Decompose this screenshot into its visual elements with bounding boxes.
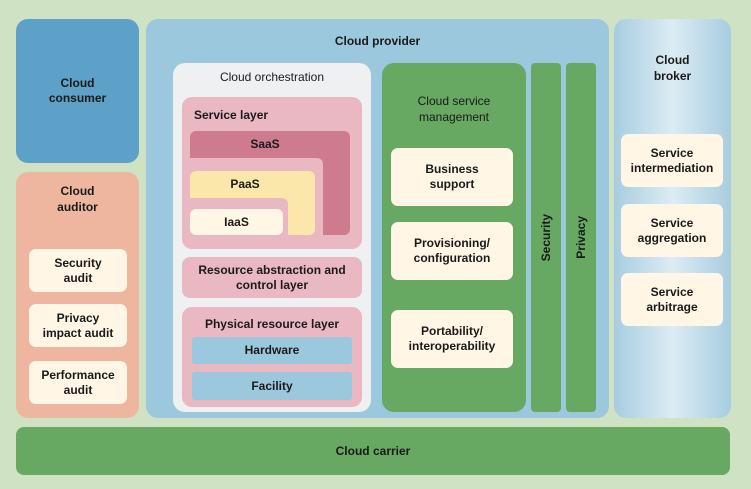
- resource-abstraction-control-layer: Resource abstraction and control layer: [182, 257, 362, 298]
- performance-audit: Performance audit: [29, 361, 127, 404]
- cloud-consumer-box: Cloud consumer: [16, 19, 139, 163]
- privacy-label: Privacy: [573, 216, 588, 259]
- security-label: Security: [538, 213, 553, 262]
- facility-block: Facility: [192, 372, 352, 400]
- iaas-block: IaaS: [190, 209, 283, 235]
- service-layer-title: Service layer: [194, 108, 269, 122]
- cloud-auditor-title: Cloud auditor: [57, 184, 98, 214]
- service-aggregation: Service aggregation: [621, 204, 723, 257]
- portability-interoperability: Portability/ interoperability: [391, 310, 513, 368]
- cloud-service-management-title: Cloud service management: [417, 94, 491, 124]
- cloud-provider-title: Cloud provider: [334, 34, 421, 48]
- paas-label: PaaS: [230, 177, 260, 191]
- provisioning-configuration: Provisioning/ configuration: [391, 222, 513, 280]
- cloud-orchestration-title: Cloud orchestration: [219, 70, 325, 84]
- privacy-bar: Privacy: [566, 63, 596, 412]
- cloud-carrier-bar: Cloud carrier: [16, 427, 730, 475]
- security-audit: Security audit: [29, 249, 127, 292]
- privacy-impact-audit: Privacy impact audit: [29, 304, 127, 347]
- physical-resource-layer-title: Physical resource layer: [204, 317, 340, 331]
- cloud-broker-title: Cloud broker: [653, 53, 692, 83]
- saas-label: SaaS: [250, 137, 280, 151]
- hardware-block: Hardware: [192, 337, 352, 364]
- service-intermediation: Service intermediation: [621, 134, 723, 187]
- security-bar: Security: [531, 63, 561, 412]
- business-support: Business support: [391, 148, 513, 206]
- service-arbitrage: Service arbitrage: [621, 273, 723, 326]
